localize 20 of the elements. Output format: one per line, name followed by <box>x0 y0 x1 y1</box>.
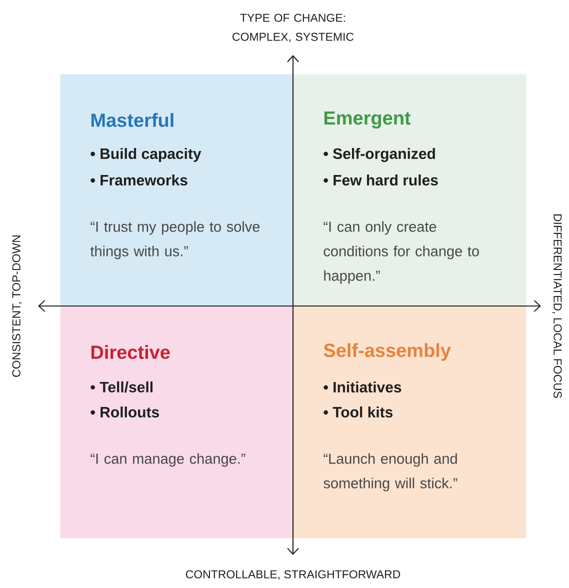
quadrant-title: Directive <box>91 345 170 359</box>
axis-label: CONSISTENT, TOP-DOWN <box>12 235 22 377</box>
bullet-item: • Build capacity <box>90 148 202 162</box>
quadrant-title: Self-assembly <box>324 343 451 361</box>
quote: “I can manage change.” <box>90 453 246 467</box>
quote: “I can only create conditions for change to happen.” <box>324 221 479 284</box>
quadrant-title: Masterful <box>91 113 174 127</box>
quote: “I trust my people to solve things with us.” <box>90 221 260 260</box>
bullet-item: • Frameworks <box>90 174 188 186</box>
bullet-item: • Tell/sell <box>90 381 152 393</box>
bullet-item: • Tool kits <box>324 406 393 418</box>
quote: “Launch enough and something will stick.” <box>324 453 458 492</box>
bullet-item: • Few hard rules <box>324 174 438 186</box>
axis-label: TYPE OF CHANGE: COMPLEX, SYSTEMIC <box>232 14 354 42</box>
bullet-item: • Rollouts <box>90 406 159 418</box>
axis-label: DIFFERENTIATED, LOCAL FOCUS <box>552 214 562 398</box>
axis-label: CONTROLLABLE, STRAIGHTFORWARD <box>186 570 400 580</box>
bullet-item: • Initiatives <box>324 382 402 392</box>
quadrant-title: Emergent <box>324 111 411 129</box>
bullet-item: • Self-organized <box>324 148 435 162</box>
